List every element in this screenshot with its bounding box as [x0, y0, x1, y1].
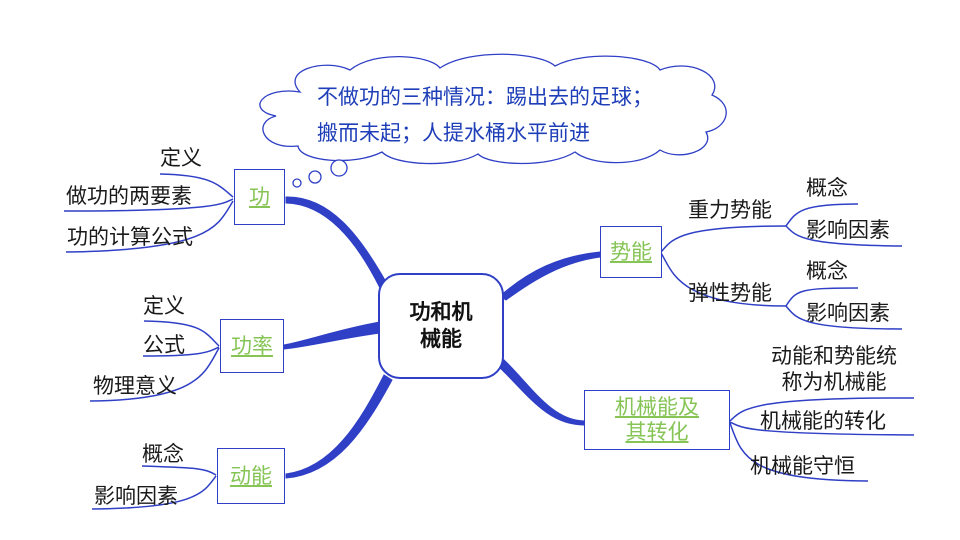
- branch-mechanical-energy[interactable]: 机械能及 其转化: [584, 390, 730, 450]
- mechanical-item-definition-line-2: 称为机械能: [781, 370, 887, 394]
- power-item-formula: 公式: [143, 333, 185, 357]
- branch-potential-energy[interactable]: 势能: [600, 226, 662, 278]
- mechanical-item-conservation: 机械能守恒: [750, 454, 855, 478]
- mechanical-item-definition: 动能和势能统 称为机械能: [758, 343, 910, 395]
- work-item-formula: 功的计算公式: [67, 225, 193, 249]
- branch-kinetic-label: 动能: [230, 463, 272, 488]
- kinetic-item-factors: 影响因素: [94, 484, 178, 508]
- root-label-line-1: 功和机: [409, 300, 473, 324]
- mechanical-item-definition-line-1: 动能和势能统: [771, 344, 897, 368]
- work-item-two-factors: 做功的两要素: [66, 184, 192, 208]
- branch-power[interactable]: 功率: [220, 319, 284, 373]
- kinetic-item-concept: 概念: [142, 442, 184, 466]
- branch-work-label: 功: [249, 184, 270, 209]
- mechanical-item-conversion: 机械能的转化: [760, 409, 886, 433]
- cloud-callout-shape: [259, 53, 727, 188]
- branch-work[interactable]: 功: [234, 169, 285, 225]
- branch-power-label: 功率: [231, 333, 273, 358]
- elastic-item-factors: 影响因素: [806, 301, 890, 325]
- callout-line-1: 不做功的三种情况：踢出去的足球；: [317, 85, 653, 109]
- link-potential: [499, 251, 601, 301]
- gravitational-item-factors: 影响因素: [806, 218, 890, 242]
- power-item-definition: 定义: [143, 294, 185, 318]
- branch-potential-label: 势能: [610, 239, 652, 264]
- link-work: [285, 196, 387, 289]
- work-item-definition: 定义: [160, 146, 202, 170]
- potential-sub-elastic: 弹性势能: [688, 281, 772, 305]
- root-label-line-2: 械能: [420, 327, 462, 351]
- potential-sub-gravitational: 重力势能: [688, 198, 772, 222]
- branch-mechanical-label-line-1: 机械能及: [615, 395, 699, 419]
- branch-kinetic-energy[interactable]: 动能: [217, 448, 285, 504]
- callout-line-2: 搬而未起；人提水桶水平前进: [317, 121, 590, 145]
- power-item-meaning: 物理意义: [93, 374, 177, 398]
- elastic-item-concept: 概念: [806, 259, 848, 283]
- root-node[interactable]: 功和机 械能: [378, 273, 504, 379]
- leaf-links: [63, 173, 915, 510]
- branch-mechanical-label-line-2: 其转化: [625, 420, 689, 444]
- link-power: [283, 321, 381, 350]
- link-kinetic: [285, 374, 393, 479]
- link-mechanical: [495, 357, 585, 426]
- gravitational-item-concept: 概念: [806, 176, 848, 200]
